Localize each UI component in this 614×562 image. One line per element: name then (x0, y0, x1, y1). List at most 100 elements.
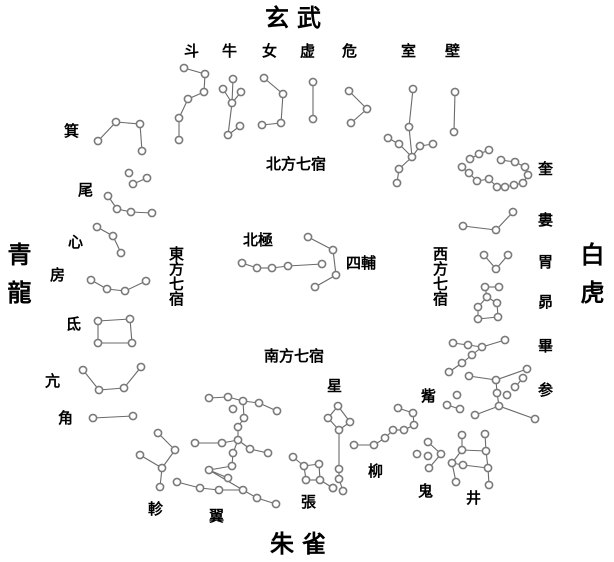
star (452, 390, 462, 400)
star (135, 119, 145, 129)
mansion-label-gui: 鬼 (418, 482, 434, 500)
mansion-label-shen: 参 (538, 381, 554, 399)
mansion-label-zi: 觜 (421, 387, 437, 405)
star (228, 448, 238, 458)
star (510, 157, 520, 167)
star (254, 398, 264, 408)
star (496, 155, 506, 165)
star (128, 179, 138, 189)
mansion-label-liu: 柳 (368, 462, 384, 480)
star (93, 316, 103, 326)
star (522, 364, 532, 374)
star (457, 162, 467, 172)
mansion-label-fang: 房 (50, 266, 66, 284)
star (463, 340, 473, 350)
star (227, 98, 237, 108)
star (233, 435, 243, 445)
star (530, 414, 540, 424)
mansion-label-zhen: 軫 (148, 500, 164, 518)
group-north-label: 北方七宿 (266, 155, 327, 173)
star (349, 440, 359, 450)
star (299, 461, 309, 471)
star (314, 459, 324, 469)
asterism-shen (464, 364, 540, 424)
star (480, 429, 490, 439)
star (267, 263, 277, 273)
star (450, 87, 460, 97)
star (214, 485, 224, 495)
star (204, 465, 214, 475)
star (153, 428, 163, 438)
star (328, 245, 338, 255)
star (455, 404, 465, 414)
star (141, 276, 151, 286)
star (223, 473, 233, 483)
star (223, 130, 233, 140)
star (491, 225, 501, 235)
asterism-line (408, 126, 413, 158)
star (483, 463, 493, 473)
mansion-label-wei_e: 尾 (78, 181, 94, 199)
mansion-label-bi_w: 畢 (538, 337, 554, 355)
asterism-zhang (288, 452, 338, 493)
asterism-mao (473, 282, 504, 324)
asterism-bi (449, 87, 460, 137)
asterism-line (92, 415, 134, 419)
asterism-line (227, 102, 233, 136)
star (409, 420, 419, 430)
star (125, 314, 135, 324)
star (500, 335, 510, 345)
star (174, 113, 184, 123)
asterism-xu (308, 77, 318, 124)
star (424, 463, 434, 473)
mansion-label-ji: 箕 (64, 122, 80, 140)
star (137, 146, 147, 156)
star (394, 139, 404, 149)
star (108, 231, 118, 241)
quadrant-south-label: 朱雀 (270, 530, 334, 558)
star (464, 371, 474, 381)
mansion-label-wei_n: 危 (342, 42, 358, 60)
star (457, 430, 467, 440)
star (238, 485, 248, 495)
four-assistants-label: 四輔 (346, 254, 377, 272)
star (236, 87, 246, 97)
asterism-line (280, 93, 284, 124)
star (278, 89, 288, 99)
star (518, 178, 528, 188)
mansion-label-dou: 斗 (184, 42, 200, 60)
star (102, 284, 112, 294)
asterism-nv (257, 73, 288, 130)
asterism-zi (442, 390, 465, 414)
mansion-label-mao: 昴 (538, 293, 554, 311)
star (447, 458, 457, 468)
star (523, 170, 533, 180)
star (271, 499, 281, 509)
asterism-wei_w (479, 250, 513, 274)
star (94, 385, 104, 395)
asterism-line (462, 225, 497, 231)
asterism-kui (457, 145, 533, 192)
star (172, 477, 182, 487)
asterism-line (453, 91, 456, 133)
star (310, 282, 320, 292)
star (479, 250, 489, 260)
asterism-niu (218, 74, 246, 140)
asterism-jiao (88, 411, 138, 423)
mansion-label-jing: 井 (466, 489, 482, 507)
star (183, 94, 193, 104)
star (147, 208, 157, 218)
star (346, 118, 356, 128)
star (393, 403, 403, 413)
star (470, 410, 480, 420)
asterism-wei_n (344, 86, 372, 128)
star (415, 141, 425, 151)
mansion-label-shi: 室 (401, 42, 417, 60)
asterism-di (93, 314, 137, 348)
asterism-line (495, 368, 528, 381)
asterism-north_pole (237, 258, 327, 273)
star (518, 373, 528, 383)
star (263, 448, 273, 458)
star (448, 338, 458, 348)
